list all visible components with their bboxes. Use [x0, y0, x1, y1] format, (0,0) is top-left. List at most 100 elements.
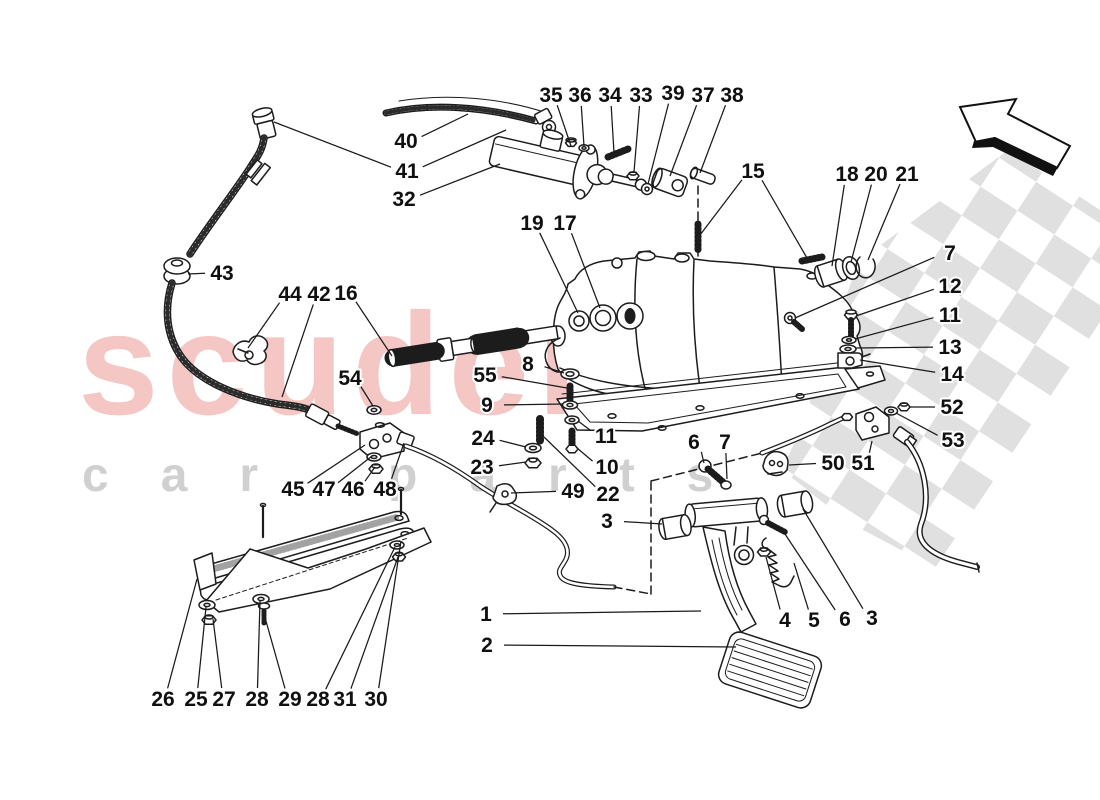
clutch-master-cylinder: [488, 129, 716, 257]
callout-c13: 13: [938, 336, 961, 359]
leader-line-c1: [502, 610, 702, 615]
callout-c46: 46: [341, 478, 364, 501]
leader-line-c17: [570, 232, 601, 309]
leader-line-c55: [501, 376, 568, 389]
callout-c40: 40: [394, 130, 417, 153]
watermark-word-parts: parts: [388, 449, 765, 502]
leader-line-c21: [867, 183, 901, 261]
callout-c17: 17: [553, 212, 576, 235]
leader-line-c10: [576, 447, 594, 462]
leader-line-c41: [273, 121, 392, 168]
leader-line-c19: [539, 232, 579, 314]
callout-c49: 49: [561, 480, 584, 503]
leader-line-c29: [263, 613, 286, 689]
callout-c22: 22: [596, 483, 619, 506]
leader-line-c3b: [802, 508, 864, 610]
clutch-pedal-assembly: [658, 459, 823, 709]
checkered-flag-decoration: [782, 150, 1100, 568]
callout-c21: 21: [895, 163, 919, 186]
callout-c3a: 3: [601, 510, 613, 533]
callout-c11a: 11: [939, 304, 962, 327]
leader-line-c34: [610, 105, 615, 154]
leader-line-c50: [788, 462, 817, 466]
leader-line-c26: [166, 578, 198, 689]
reservoir-hose: [382, 96, 557, 135]
callout-c19: 19: [520, 212, 543, 235]
callout-c32: 32: [392, 188, 415, 211]
leader-line-c6a: [700, 451, 705, 464]
callout-c36: 36: [568, 84, 591, 107]
callout-c29: 29: [278, 688, 301, 711]
leader-line-c18: [831, 184, 845, 267]
callout-c28b: 28: [306, 688, 330, 711]
leader-line-c33: [633, 105, 641, 173]
callout-c41: 41: [395, 160, 419, 183]
callout-c7a: 7: [944, 242, 956, 265]
leader-line-c41: [422, 129, 507, 168]
callout-c25: 25: [184, 688, 208, 711]
leader-line-c4: [765, 556, 781, 610]
callout-c23: 23: [470, 456, 493, 479]
leader-line-c54: [360, 386, 374, 407]
leader-line-c46: [364, 466, 376, 482]
leader-line-c25: [197, 606, 207, 689]
leader-line-c11a: [854, 317, 934, 340]
callout-c33: 33: [629, 84, 652, 107]
leader-line-c7a: [794, 256, 935, 319]
leader-line-c14: [859, 359, 936, 373]
callout-c4: 4: [779, 609, 791, 632]
leader-line-c51: [868, 440, 873, 453]
leader-line-c43: [187, 272, 206, 275]
callout-c30: 30: [364, 688, 387, 711]
callout-c24: 24: [471, 427, 495, 450]
leader-line-c37: [669, 104, 698, 177]
callout-c48: 48: [373, 478, 397, 501]
callout-c16: 16: [334, 282, 357, 305]
callout-c9: 9: [481, 394, 493, 417]
leader-line-c9: [503, 403, 564, 406]
leader-line-c35: [556, 104, 572, 147]
leader-line-c11b: [577, 420, 592, 432]
leader-line-c6b: [782, 530, 836, 611]
callout-c43: 43: [210, 262, 233, 285]
leader-line-c47: [337, 455, 373, 484]
leader-line-c49: [510, 490, 557, 494]
leader-line-c22: [543, 436, 596, 488]
callout-c15: 15: [741, 160, 765, 183]
callout-c28a: 28: [245, 688, 269, 711]
callout-c6b: 6: [839, 608, 851, 631]
junction-block: [359, 405, 415, 475]
callout-c18: 18: [835, 163, 859, 186]
callout-c42: 42: [307, 283, 330, 306]
leader-line-c24: [499, 439, 527, 448]
callout-c38: 38: [720, 84, 744, 107]
callout-c5: 5: [808, 609, 820, 632]
leader-line-c38: [699, 104, 727, 174]
leader-line-c12: [855, 288, 935, 317]
leader-line-c36: [580, 105, 585, 147]
leader-line-c5: [793, 562, 809, 610]
leader-line-c28b: [325, 546, 396, 690]
callout-c7b: 7: [719, 431, 731, 454]
clutch-cable: [163, 107, 361, 437]
leader-line-c8: [544, 366, 565, 374]
callout-c47: 47: [312, 478, 335, 501]
leader-line-c2: [503, 644, 737, 648]
leader-line-c23: [498, 461, 527, 467]
callout-c27: 27: [212, 688, 235, 711]
callout-c20: 20: [864, 163, 887, 186]
callout-c34: 34: [598, 84, 622, 107]
leader-line-c44: [247, 302, 281, 349]
callout-c14: 14: [940, 363, 964, 386]
callout-c51: 51: [851, 452, 875, 475]
callout-c10: 10: [595, 456, 618, 479]
leader-line-c45: [307, 444, 366, 484]
leader-line-c39: [647, 103, 670, 185]
callout-c39: 39: [661, 82, 684, 105]
callout-c35: 35: [539, 84, 563, 107]
leader-line-c3a: [623, 520, 663, 525]
leader-line-c48: [390, 442, 405, 480]
